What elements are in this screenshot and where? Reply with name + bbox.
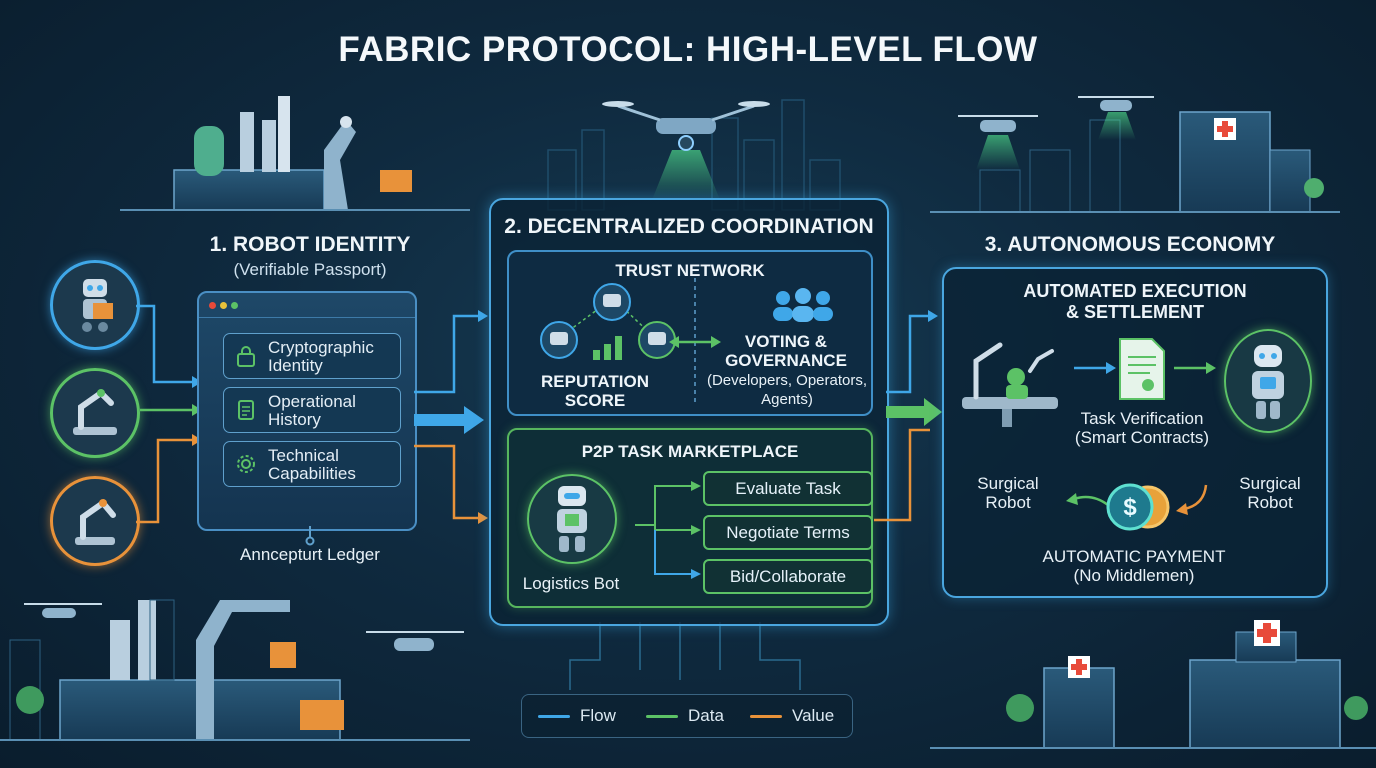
ledger-titlebar [199, 293, 415, 318]
factory-top-left-icon [120, 96, 470, 211]
section1-output-arrows [414, 310, 488, 524]
section3-title: 3. AUTONOMOUS ECONOMY [984, 233, 1276, 256]
legend-data-swatch [646, 715, 678, 718]
ledger-label: Anncepturt Ledger [240, 545, 380, 564]
lock-icon [237, 346, 255, 367]
execution-title-line1: AUTOMATED EXECUTION [1023, 281, 1247, 301]
industrial-arm-icon [50, 476, 140, 566]
reputation-line1: REPUTATION [541, 372, 649, 391]
window-dot-green [231, 302, 238, 309]
bid-collaborate-action: Bid/Collaborate [703, 559, 873, 594]
legend-value-swatch [750, 715, 782, 718]
execution-title-line2: & SETTLEMENT [1066, 302, 1204, 322]
marketplace-title: P2P TASK MARKETPLACE [581, 442, 799, 461]
right-robot-line2: Robot [1247, 493, 1293, 512]
card-line2: Capabilities [268, 464, 356, 483]
section2-output-arrows [874, 310, 942, 522]
drones-top-right-icon [958, 96, 1154, 170]
humanoid-robot-icon [1224, 329, 1312, 433]
payment-coins-icon: $ [1066, 483, 1208, 531]
window-dot-red [209, 302, 216, 309]
left-robot-line2: Robot [985, 493, 1031, 512]
right-robot-line1: Surgical [1239, 474, 1301, 493]
payment-line2: (No Middlemen) [1073, 566, 1195, 585]
execution-title: AUTOMATED EXECUTION& SETTLEMENT [944, 281, 1326, 323]
hospitals-bottom-right-icon [930, 620, 1376, 749]
surgical-robot-table-icon [962, 342, 1058, 427]
reputation-bar-icon [593, 350, 600, 360]
legend: Flow Data Value [521, 694, 853, 738]
drone-top-center-icon [602, 101, 770, 200]
window-dot-yellow [220, 302, 227, 309]
economy-panel: AUTOMATED EXECUTION& SETTLEMENT Task Ver… [942, 267, 1328, 598]
section1-title: 1. ROBOT IDENTITY [209, 233, 411, 256]
trust-network-graph [540, 283, 676, 360]
hospital-top-right-icon [930, 111, 1340, 213]
card-line2: Identity [268, 356, 323, 375]
section1-input-arrows [136, 304, 202, 524]
verification-line2: (Smart Contracts) [1074, 428, 1210, 447]
page-title: FABRIC PROTOCOL: HIGH-LEVEL FLOW [338, 30, 1038, 69]
card-line2: History [268, 410, 321, 429]
voting-line1: VOTING & [744, 332, 828, 351]
payment-line1: AUTOMATIC PAYMENT [1042, 547, 1226, 566]
card-line1: Technical [268, 446, 339, 465]
coordination-panel: 2. DECENTRALIZED COORDINATION TRUST NETW… [489, 198, 889, 626]
legend-value-label: Value [792, 706, 835, 725]
task-marketplace-box: P2P TASK MARKETPLACE Logistics Bot Evalu… [507, 428, 873, 608]
gear-icon [237, 455, 255, 473]
automatic-payment-label: AUTOMATIC PAYMENT(No Middlemen) [984, 547, 1284, 585]
card-line1: Cryptographic [268, 338, 374, 357]
voting-line2: GOVERNANCE [725, 351, 847, 370]
card-line1: Operational [268, 392, 356, 411]
circuit-traces [569, 622, 801, 690]
logistics-bot-label: Logistics Bot [522, 574, 620, 593]
arrow-to-contract [1074, 362, 1116, 374]
voting-sub-line2: Agents) [761, 391, 813, 408]
logistics-bot-icon [527, 474, 617, 564]
marketplace-branch-arrows [635, 481, 701, 579]
trust-network-title: TRUST NETWORK [615, 261, 765, 280]
reputation-line2: SCORE [564, 391, 626, 410]
robot-carrying-box-icon [50, 260, 140, 350]
bidirectional-arrow-icon [669, 336, 721, 348]
negotiate-terms-action: Negotiate Terms [703, 515, 873, 550]
factory-bottom-left-icon [0, 599, 470, 741]
left-robot-line1: Surgical [977, 474, 1039, 493]
section2-title: 2. DECENTRALIZED COORDINATION [504, 215, 874, 238]
evaluate-task-action: Evaluate Task [703, 471, 873, 506]
people-group-icon [773, 288, 833, 322]
ledger-stand [305, 526, 315, 546]
smart-contract-document-icon [1119, 338, 1165, 400]
arrow-to-robot [1174, 362, 1216, 374]
section1-subtitle: (Verifiable Passport) [233, 260, 387, 279]
legend-data-label: Data [688, 706, 724, 725]
document-icon [238, 400, 254, 420]
robotic-arm-conveyor-icon [50, 368, 140, 458]
svg-text:$: $ [1123, 494, 1137, 521]
voting-sub-line1: (Developers, Operators, [706, 372, 868, 389]
voting-governance-label: VOTING &GOVERNANCE [711, 332, 861, 370]
legend-flow-swatch [538, 715, 570, 718]
legend-flow-label: Flow [580, 706, 616, 725]
task-verification-label: Task Verification(Smart Contracts) [1062, 409, 1222, 447]
voting-participants-label: (Developers, Operators, Agents) [701, 371, 873, 409]
verification-line1: Task Verification [1080, 409, 1204, 428]
drones-bottom-left-icon [24, 603, 464, 651]
